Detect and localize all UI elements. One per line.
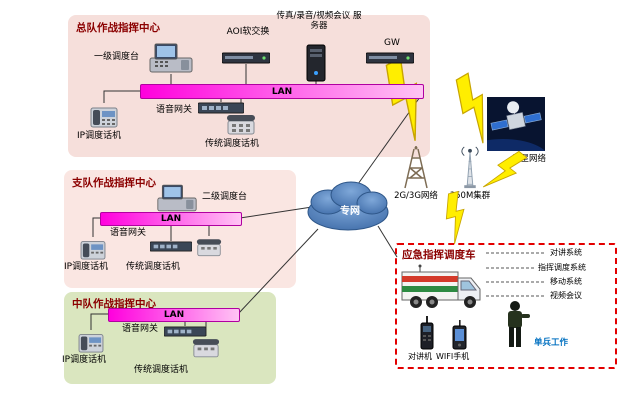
dispatch-console-icon — [157, 184, 197, 212]
squadron-ip-phone-label: IP调度话机 — [62, 355, 107, 365]
satellite-icon — [487, 97, 545, 151]
hq-legacy-phone-label: 传统调度话机 — [205, 139, 260, 149]
squadron-voice-gateway-label: 语音网关 — [122, 324, 159, 334]
wifi-phone-label: WIFI手机 — [436, 352, 470, 361]
vehicle-system-mobile: 移动系统 — [550, 277, 582, 286]
cell-tower-icon — [404, 146, 428, 189]
vehicle-system-intercom: 对讲系统 — [550, 248, 582, 257]
walkie-talkie-label: 对讲机 — [408, 352, 432, 361]
legacy-phone-icon — [196, 239, 222, 257]
legacy-phone-icon — [192, 339, 220, 358]
server-tower-icon — [306, 44, 326, 82]
vehicle-system-command-dispatch: 指挥调度系统 — [538, 263, 586, 272]
hq-console-label: 一级调度台 — [94, 52, 140, 62]
ip-phone-icon — [90, 107, 118, 128]
hq-title: 总队作战指挥中心 — [76, 22, 160, 34]
detachment-ip-phone-label: IP调度话机 — [64, 262, 109, 272]
private-network-label: 专网 — [340, 206, 360, 217]
voice-gateway-icon — [164, 326, 206, 337]
detachment-console-label: 二级调度台 — [202, 192, 248, 202]
command-truck-icon — [401, 264, 481, 308]
soldier-work-label: 单兵工作 — [534, 338, 569, 348]
hq-gw-label: GW — [384, 38, 400, 48]
ip-phone-icon — [78, 334, 104, 353]
softswitch-icon — [222, 52, 270, 64]
legacy-phone-icon — [227, 115, 255, 135]
hq-server-label: 传真/录音/视频会议 服务器 — [276, 11, 362, 31]
gw-switch-icon — [366, 52, 414, 64]
hq-voice-gateway-label: 语音网关 — [156, 105, 193, 115]
soldier-icon — [508, 301, 530, 347]
detachment-title: 支队作战指挥中心 — [72, 177, 156, 189]
squadron-title: 中队作战指挥中心 — [72, 298, 156, 310]
squadron-legacy-phone-label: 传统调度话机 — [134, 365, 189, 375]
detachment-legacy-phone-label: 传统调度话机 — [126, 262, 181, 272]
dispatch-console-icon — [149, 43, 193, 73]
walkie-talkie-icon — [420, 316, 434, 350]
vehicle-title: 应急指挥调度车 — [402, 249, 476, 261]
voice-gateway-icon — [150, 241, 192, 252]
voice-gateway-icon — [198, 102, 244, 114]
detachment-voice-gateway-label: 语音网关 — [110, 228, 147, 238]
squadron-lan-bus: LAN — [108, 308, 240, 322]
hq-softswitch-label: AOI软交换 — [226, 27, 270, 37]
hq-lan-bus: LAN — [140, 84, 424, 99]
cellular-network-label: 2G/3G网络 — [394, 191, 438, 201]
satellite-network-label: 卫星网络 — [512, 154, 547, 164]
wifi-phone-icon — [452, 320, 467, 350]
ip-phone-icon — [80, 241, 106, 260]
detachment-lan-bus: LAN — [100, 212, 242, 226]
private-network-cloud-icon — [307, 181, 389, 231]
trunking-network-label: 350M集群 — [449, 191, 491, 201]
hq-ip-phone-label: IP调度话机 — [77, 131, 122, 141]
vehicle-system-video-conference: 视频会议 — [550, 291, 582, 300]
trunking-antenna-icon — [461, 146, 479, 189]
